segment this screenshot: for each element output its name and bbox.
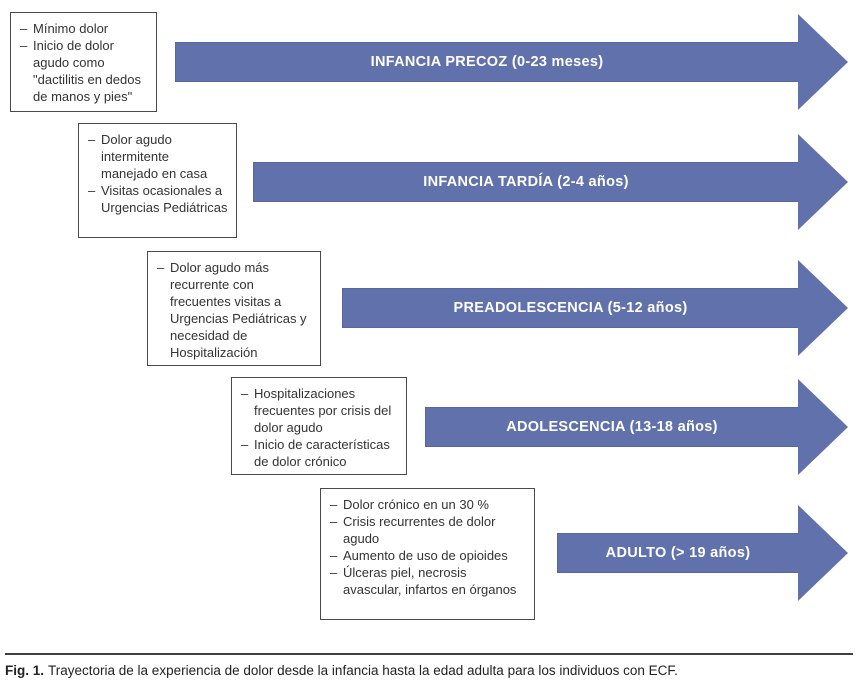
arrow-right-icon — [798, 14, 848, 110]
list-item: –Dolor agudo más recurrente con frecuent… — [157, 259, 312, 361]
bullet-dash: – — [330, 497, 338, 512]
arrow-right-icon — [798, 260, 848, 356]
bullet-text: Crisis recurrentes de dolor agudo — [343, 514, 496, 546]
bullet-dash: – — [241, 437, 249, 452]
stage-5-label: ADULTO (> 19 años) — [605, 545, 751, 561]
bullet-dash: – — [157, 260, 165, 275]
arrow-right-icon — [798, 134, 848, 230]
list-item: –Mínimo dolor — [20, 20, 148, 37]
list-item: –Dolor agudo intermitente manejado en ca… — [88, 131, 228, 182]
list-item: –Inicio de dolor agudo como "dactilitis … — [20, 37, 148, 105]
arrow-body — [557, 533, 799, 573]
bullet-text: Úlceras piel, necrosis avascular, infart… — [343, 565, 517, 597]
bullet-text: Inicio de dolor agudo como "dactilitis e… — [33, 38, 141, 104]
caption-label: Fig. 1. — [5, 663, 45, 678]
bullet-text: Aumento de uso de opioides — [343, 548, 508, 563]
stage-1-arrow: INFANCIA PRECOZ (0-23 meses) — [175, 14, 848, 110]
bullet-text: Visitas ocasionales a Urgencias Pediátri… — [101, 183, 228, 215]
bullet-text: Dolor crónico en un 30 % — [343, 497, 489, 512]
arrow-body — [342, 288, 799, 328]
list-item: –Hospitalizaciones frecuentes por crisis… — [241, 385, 398, 436]
bullet-text: Dolor agudo más recurrente con frecuente… — [170, 260, 307, 360]
stage-5-arrow: ADULTO (> 19 años) — [557, 505, 848, 601]
stage-5-info-box: –Dolor crónico en un 30 % –Crisis recurr… — [320, 488, 535, 620]
bullet-dash: – — [330, 514, 338, 529]
stage-4-arrow: ADOLESCENCIA (13-18 años) — [425, 379, 848, 475]
stage-3-label: PREADOLESCENCIA (5-12 años) — [453, 300, 688, 316]
bullet-text: Dolor agudo intermitente manejado en cas… — [101, 132, 208, 181]
list-item: –Dolor crónico en un 30 % — [330, 496, 526, 513]
stage-4-info-box: –Hospitalizaciones frecuentes por crisis… — [231, 377, 407, 475]
bullet-dash: – — [330, 565, 338, 580]
stage-4-label: ADOLESCENCIA (13-18 años) — [506, 419, 718, 435]
bullet-dash: – — [20, 21, 28, 36]
stage-2-arrow: INFANCIA TARDÍA (2-4 años) — [253, 134, 848, 230]
figure-caption: Fig. 1.Trayectoria de la experiencia de … — [5, 653, 853, 679]
stage-3-arrow: PREADOLESCENCIA (5-12 años) — [342, 260, 848, 356]
arrow-right-icon — [798, 379, 848, 475]
list-item: –Úlceras piel, necrosis avascular, infar… — [330, 564, 526, 598]
stage-2-label: INFANCIA TARDÍA (2-4 años) — [423, 174, 629, 190]
stage-1-label: INFANCIA PRECOZ (0-23 meses) — [370, 54, 604, 70]
arrow-body — [425, 407, 799, 447]
bullet-dash: – — [20, 38, 28, 53]
bullet-dash: – — [330, 548, 338, 563]
list-item: –Crisis recurrentes de dolor agudo — [330, 513, 526, 547]
stage-2-info-box: –Dolor agudo intermitente manejado en ca… — [78, 123, 237, 238]
arrow-body — [175, 42, 799, 82]
stage-1-info-box: –Mínimo dolor –Inicio de dolor agudo com… — [10, 12, 157, 112]
bullet-text: Inicio de características de dolor cróni… — [254, 437, 390, 469]
bullet-text: Mínimo dolor — [33, 21, 109, 36]
bullet-dash: – — [88, 183, 96, 198]
list-item: –Inicio de características de dolor crón… — [241, 436, 398, 470]
bullet-dash: – — [241, 386, 249, 401]
stage-3-info-box: –Dolor agudo más recurrente con frecuent… — [147, 251, 321, 366]
bullet-text: Hospitalizaciones frecuentes por crisis … — [254, 386, 392, 435]
arrow-body — [253, 162, 799, 202]
caption-text: Trayectoria de la experiencia de dolor d… — [48, 663, 678, 678]
bullet-dash: – — [88, 132, 96, 147]
list-item: –Aumento de uso de opioides — [330, 547, 526, 564]
arrow-right-icon — [798, 505, 848, 601]
list-item: –Visitas ocasionales a Urgencias Pediátr… — [88, 182, 228, 216]
